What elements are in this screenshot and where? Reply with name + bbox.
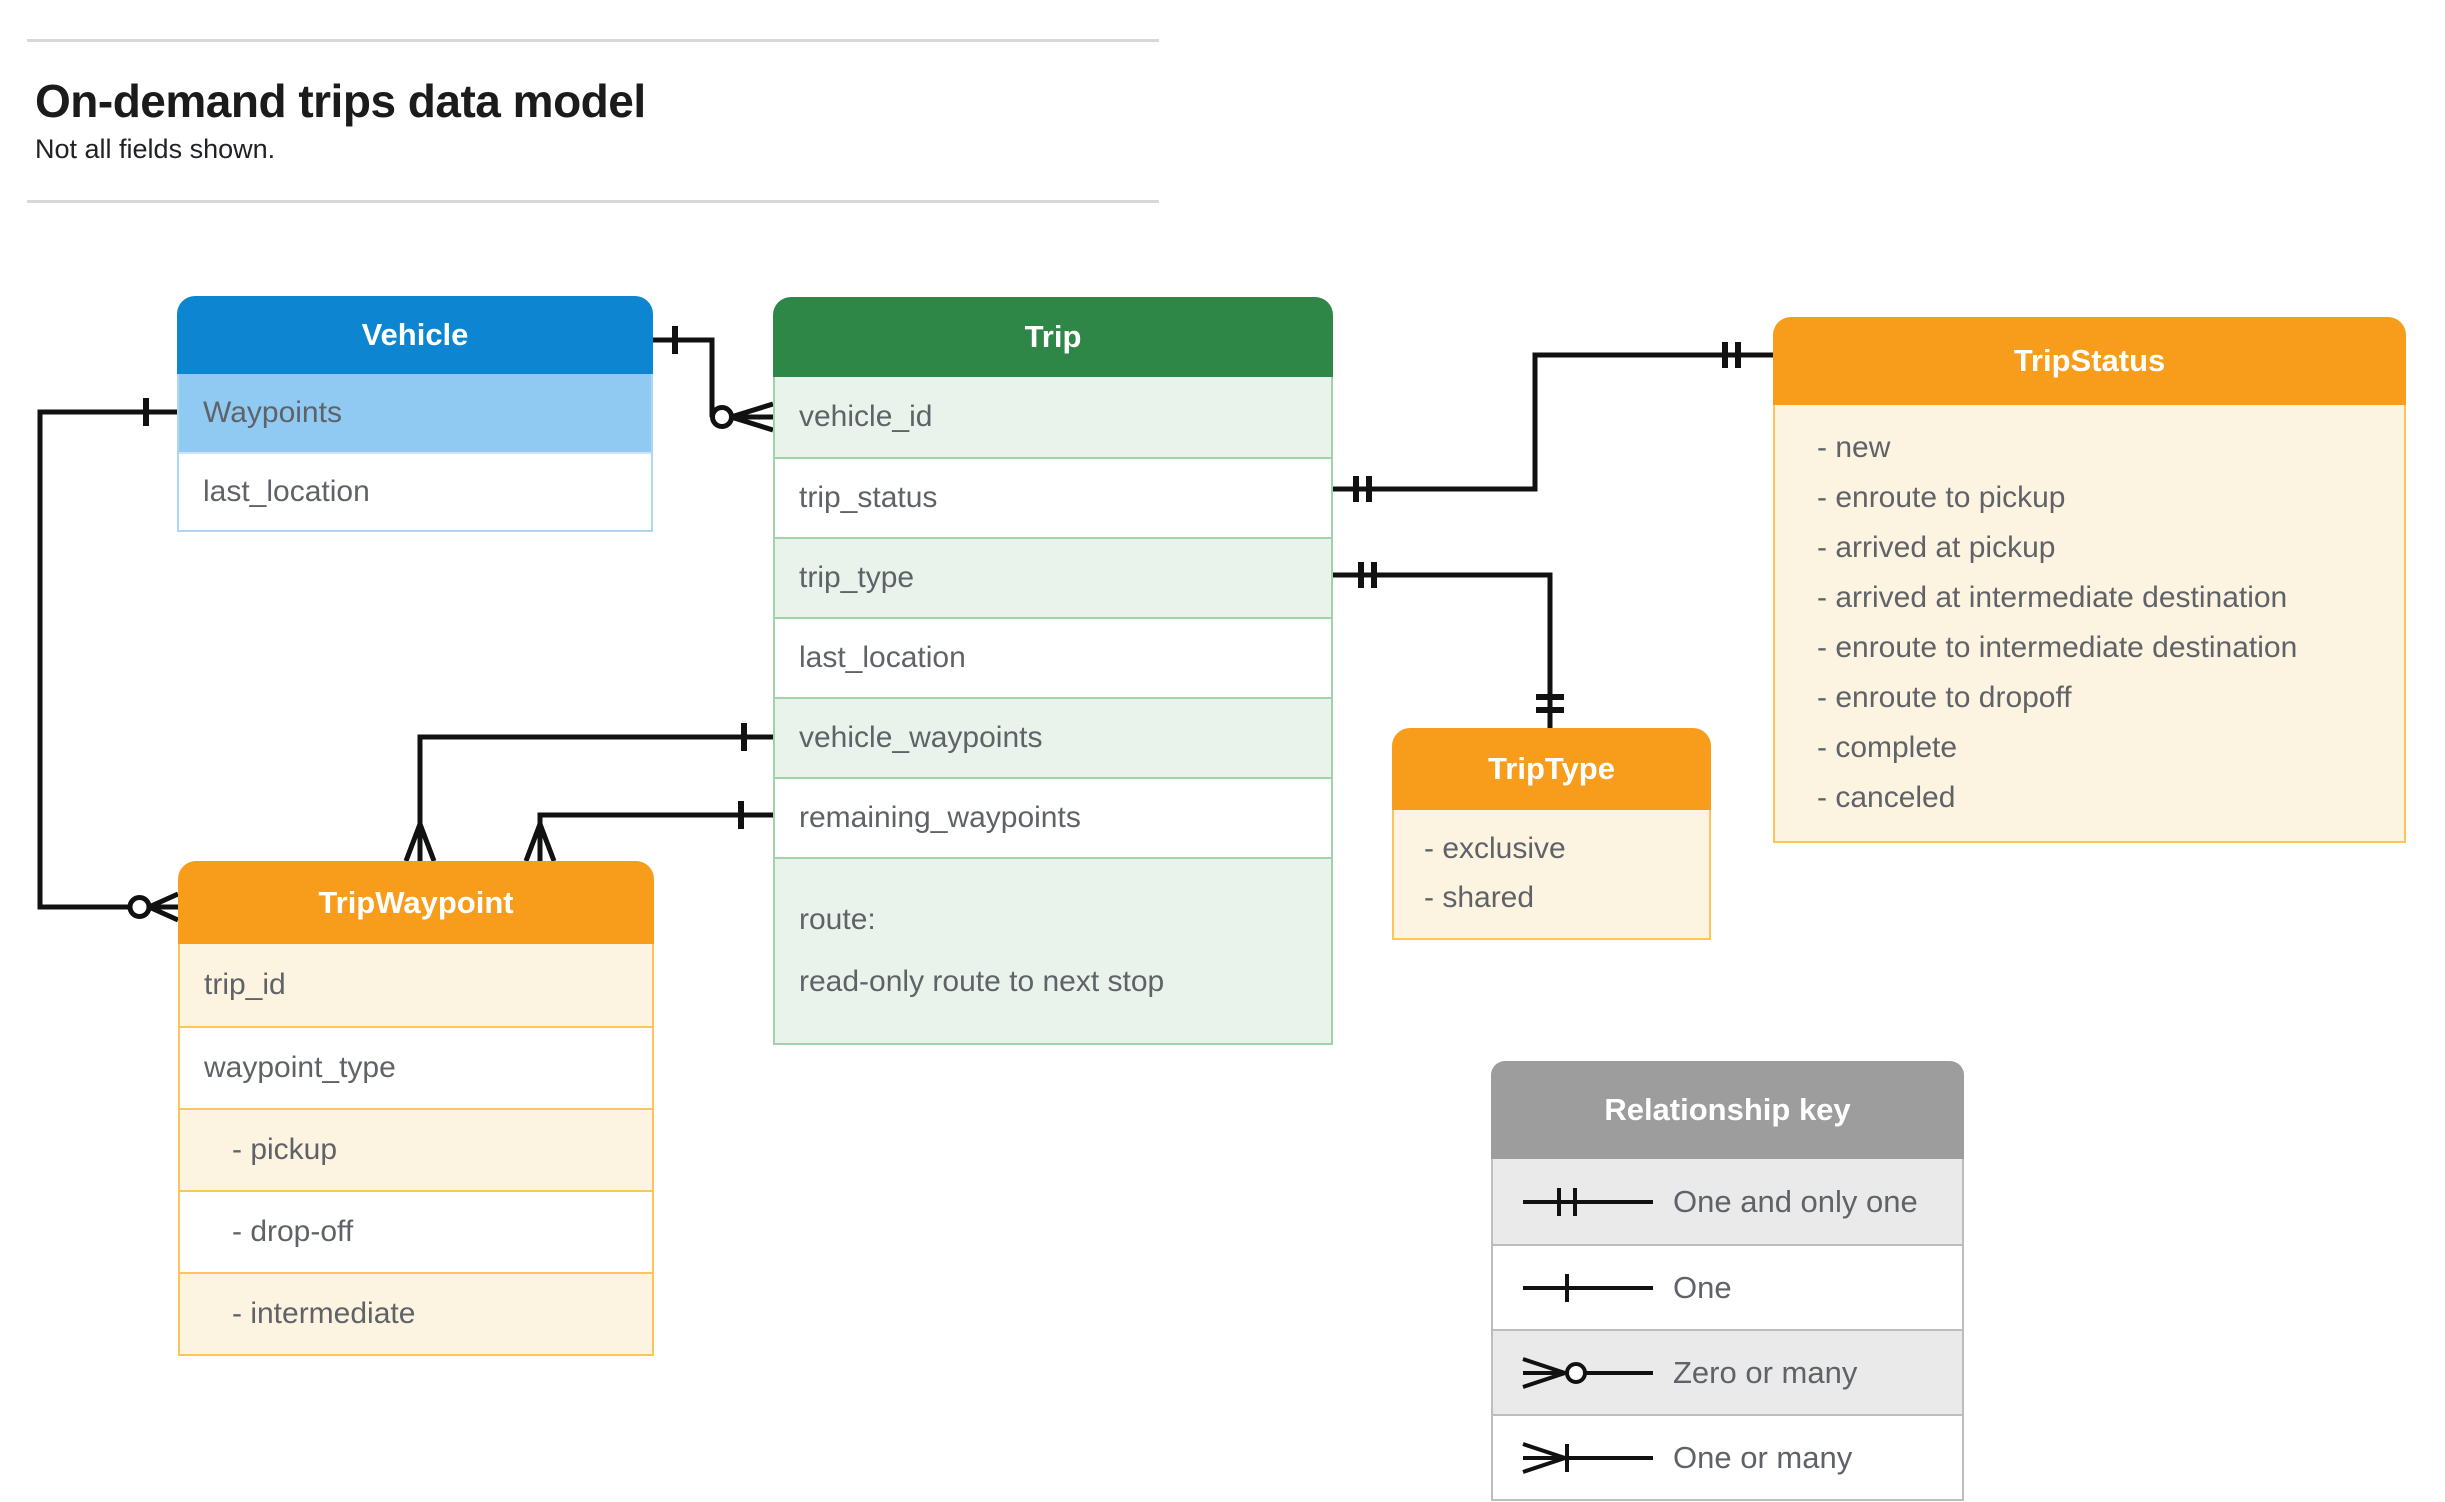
triptype-value-shared: - shared: [1424, 881, 1535, 914]
trip-field-route: route: read-only route to next stop: [775, 857, 1331, 1043]
trip-field-trip-status: trip_status: [775, 457, 1331, 537]
entity-triptype: TripType - exclusive - shared: [1392, 728, 1711, 940]
legend-label: One and only one: [1673, 1183, 1918, 1219]
title-divider: [27, 200, 1159, 203]
entity-tripwaypoint-body: trip_id waypoint_type - pickup - drop-of…: [178, 944, 654, 1356]
connector-vehicle-waypoints-to-tripwaypoint: [37, 398, 180, 923]
legend-label: Zero or many: [1673, 1354, 1858, 1390]
legend-label: One: [1673, 1269, 1732, 1305]
page-subtitle: Not all fields shown.: [35, 134, 276, 164]
legend-row-one-or-many: One or many: [1493, 1414, 1962, 1499]
tripstatus-value-arrived-at-pickup: - arrived at pickup: [1817, 531, 2056, 564]
vehicle-field-last-location: last_location: [179, 452, 651, 530]
entity-tripstatus: TripStatus - new - enroute to pickup - a…: [1773, 317, 2406, 843]
page-title: On-demand trips data model: [35, 75, 646, 127]
connector-trip-vehicle-waypoints-to-tripwaypoint: [403, 723, 773, 862]
tripstatus-value-complete: - complete: [1817, 731, 1958, 764]
entity-tripstatus-header: TripStatus: [1773, 317, 2406, 405]
tripwaypoint-value-pickup: - pickup: [180, 1108, 652, 1190]
connector-trip-remaining-waypoints-to-tripwaypoint: [523, 801, 773, 862]
entity-vehicle-header: Vehicle: [177, 296, 653, 374]
entity-tripwaypoint-header: TripWaypoint: [178, 861, 654, 944]
tripstatus-value-arrived-at-intermediate-destination: - arrived at intermediate destination: [1817, 581, 2288, 614]
entity-triptype-body: - exclusive - shared: [1392, 810, 1711, 940]
entity-trip-body: vehicle_id trip_status trip_type last_lo…: [773, 377, 1333, 1045]
trip-field-last-location: last_location: [775, 617, 1331, 697]
connector-trip-status-to-tripstatus: [1333, 342, 1773, 502]
relationship-key-body: One and only one One Zero or many: [1491, 1159, 1964, 1501]
vehicle-field-waypoints: Waypoints: [179, 374, 651, 452]
legend-row-zero-or-many: Zero or many: [1493, 1329, 1962, 1414]
relationship-key-header: Relationship key: [1491, 1061, 1964, 1159]
zero-or-many-icon: [1522, 1356, 1653, 1389]
tripwaypoint-field-trip-id: trip_id: [180, 944, 652, 1026]
entity-vehicle-body: Waypoints last_location: [177, 374, 653, 532]
one-icon: [1523, 1273, 1653, 1302]
legend-label: One or many: [1673, 1439, 1853, 1475]
tripwaypoint-value-drop-off: - drop-off: [180, 1190, 652, 1272]
trip-route-description: read-only route to next stop: [799, 965, 1165, 998]
tripstatus-value-enroute-to-intermediate-destination: - enroute to intermediate destination: [1817, 631, 2298, 664]
one-and-only-one-icon: [1523, 1187, 1653, 1216]
trip-field-trip-type: trip_type: [775, 537, 1331, 617]
one-or-many-icon: [1522, 1441, 1653, 1474]
entity-trip: Trip vehicle_id trip_status trip_type la…: [773, 297, 1333, 1045]
trip-field-vehicle-waypoints: vehicle_waypoints: [775, 697, 1331, 777]
entity-triptype-header: TripType: [1392, 728, 1711, 810]
trip-route-label: route:: [799, 903, 876, 936]
tripstatus-value-enroute-to-dropoff: - enroute to dropoff: [1817, 681, 2072, 714]
legend-row-one: One: [1493, 1244, 1962, 1329]
connector-trip-type-to-triptype: [1333, 562, 1564, 728]
trip-field-remaining-waypoints: remaining_waypoints: [775, 777, 1331, 857]
tripstatus-value-canceled: - canceled: [1817, 781, 1956, 814]
trip-field-vehicle-id: vehicle_id: [775, 377, 1331, 457]
triptype-value-exclusive: - exclusive: [1424, 832, 1566, 865]
relationship-key: Relationship key One and only one One: [1491, 1061, 1964, 1501]
entity-tripwaypoint: TripWaypoint trip_id waypoint_type - pic…: [178, 861, 654, 1356]
connector-vehicle-to-trip-vehicle-id: [651, 326, 774, 433]
legend-row-one-and-only-one: One and only one: [1493, 1159, 1962, 1244]
tripwaypoint-value-intermediate: - intermediate: [180, 1272, 652, 1354]
tripwaypoint-field-waypoint-type: waypoint_type: [180, 1026, 652, 1108]
entity-vehicle: Vehicle Waypoints last_location: [177, 296, 653, 532]
tripstatus-value-new: - new: [1817, 431, 1891, 464]
entity-tripstatus-body: - new - enroute to pickup - arrived at p…: [1773, 405, 2406, 843]
tripstatus-value-enroute-to-pickup: - enroute to pickup: [1817, 481, 2066, 514]
entity-trip-header: Trip: [773, 297, 1333, 377]
top-divider: [27, 39, 1159, 42]
